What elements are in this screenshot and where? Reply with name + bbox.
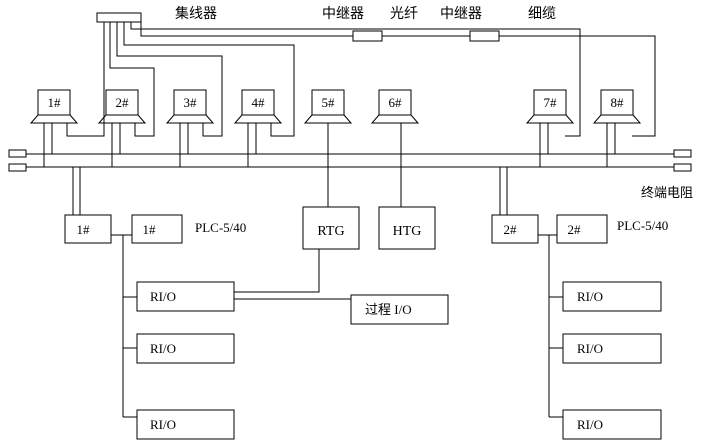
rio-right-1-label: RI/O — [577, 289, 603, 304]
plc-right-box-2-label: 2# — [568, 222, 582, 237]
terminator-right-a — [673, 149, 692, 158]
rio-left-3-label: RI/O — [150, 417, 176, 432]
htg-box — [378, 206, 436, 250]
fiber-label: 光纤 — [390, 6, 418, 22]
hub-link-1 — [88, 22, 105, 137]
workstation-7: 7# — [525, 89, 575, 124]
rio-right-2 — [562, 333, 662, 364]
process-io-box — [350, 294, 449, 325]
terminator-left-a — [8, 149, 27, 158]
workstation-6: 6# — [370, 89, 420, 124]
workstation-3: 3# — [165, 89, 222, 137]
workstation-4: 4# — [233, 89, 294, 137]
rio-right-2-label: RI/O — [577, 341, 603, 356]
workstation-7-label: 7# — [544, 95, 558, 110]
workstation-drops — [43, 123, 616, 167]
hub-to-repeater-line — [140, 18, 353, 37]
rtg-label: RTG — [317, 224, 344, 239]
terminator-right-b — [673, 163, 692, 172]
workstation-8: 8# — [592, 89, 642, 124]
workstation-6-label: 6# — [389, 95, 403, 110]
rio-left-2-label: RI/O — [150, 341, 176, 356]
repeater-left — [352, 30, 383, 42]
rio-right-3 — [562, 409, 662, 440]
rio-left-1 — [136, 281, 235, 312]
plc-right-box-2 — [556, 214, 608, 244]
workstation-1-label: 1# — [48, 95, 62, 110]
plc-left-label: PLC-5/40 — [195, 220, 246, 235]
rio-left-3 — [136, 409, 235, 440]
repeater-right — [469, 30, 500, 42]
htg-label: HTG — [393, 224, 422, 239]
plc-right-box-1 — [491, 214, 539, 244]
hub-label: 集线器 — [175, 5, 217, 22]
rio-left-2 — [136, 333, 235, 364]
repeater-right-label: 中继器 — [440, 6, 482, 22]
hub-link-3 — [116, 22, 223, 137]
plc-left-box-2 — [131, 214, 183, 244]
rtg-box — [302, 206, 360, 250]
hub-box — [96, 12, 142, 23]
plc-left-box-1-label: 1# — [77, 222, 91, 237]
workstation-5: 5# — [303, 89, 353, 124]
rio-right-1 — [562, 281, 662, 312]
process-io-label: 过程 I/O — [365, 302, 412, 317]
terminator-label: 终端电阻 — [641, 185, 693, 200]
workstation-8-label: 8# — [611, 95, 625, 110]
hub-link-7 — [130, 22, 581, 137]
workstation-4-label: 4# — [252, 95, 266, 110]
plc-right-label: PLC-5/40 — [617, 218, 668, 233]
rtg-to-rio-line — [234, 249, 320, 293]
plc-right-box-1-label: 2# — [504, 222, 518, 237]
plc-left-box-2-label: 1# — [143, 222, 157, 237]
workstation-5-label: 5# — [322, 95, 336, 110]
terminator-left-b — [8, 163, 27, 172]
thin-cable-line — [499, 35, 656, 137]
workstation-3-label: 3# — [184, 95, 198, 110]
plc-left-box-1 — [64, 214, 112, 244]
thin-cable-label: 细缆 — [528, 6, 556, 22]
workstation-2-label: 2# — [116, 95, 130, 110]
rio-right-3-label: RI/O — [577, 417, 603, 432]
workstation-2: 2# — [97, 89, 154, 137]
workstation-1: 1# — [29, 89, 88, 137]
repeater-left-label: 中继器 — [322, 6, 364, 22]
rio-left-1-label: RI/O — [150, 289, 176, 304]
